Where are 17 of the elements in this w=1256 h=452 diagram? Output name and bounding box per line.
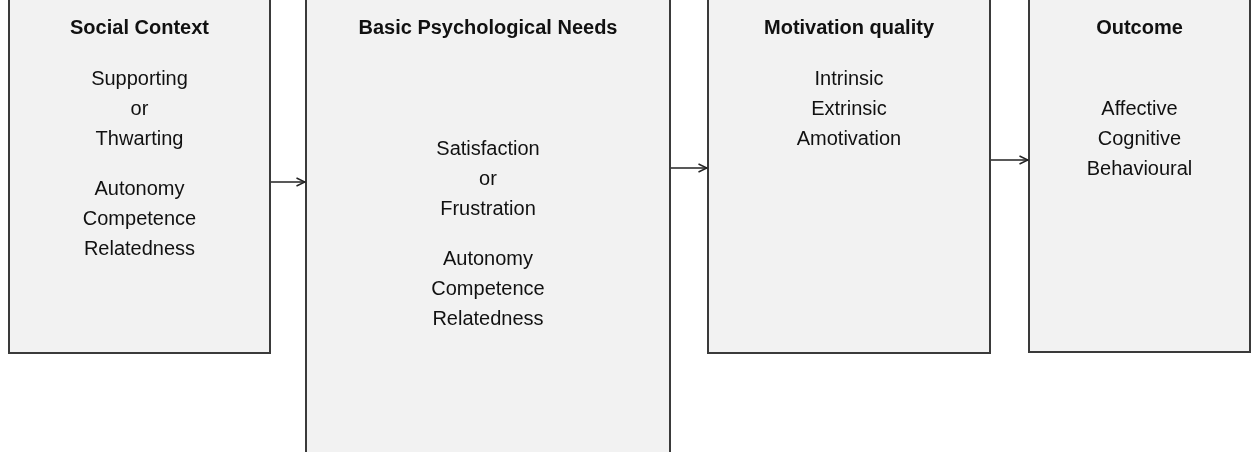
arrow [270,177,306,187]
process-box [305,0,671,452]
box-heading: Basic Psychological Needs [357,15,619,40]
box-heading: Outcome [1096,15,1183,40]
arrow [990,155,1029,165]
box-text: Autonomy Competence Relatedness [82,176,197,261]
box-text: Intrinsic Extrinsic Amotivation [796,66,902,151]
process-box [8,0,271,354]
process-box [1028,0,1251,353]
box-heading: Social Context [70,15,209,40]
box-text: Supporting or Thwarting [91,66,188,151]
box-text: Satisfaction or Frustration [436,136,540,221]
box-text: Affective Cognitive Behavioural [1086,96,1193,181]
box-heading: Motivation quality [764,15,934,40]
arrow [670,163,708,173]
box-text: Autonomy Competence Relatedness [431,246,545,331]
process-box [707,0,991,354]
